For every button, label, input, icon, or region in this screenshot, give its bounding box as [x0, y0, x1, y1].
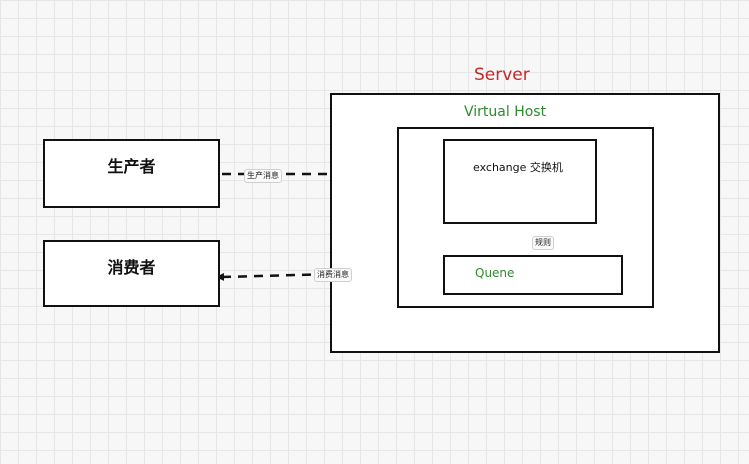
- consume-message-label: 消费消息: [314, 268, 352, 282]
- producer-label: 生产者: [107, 157, 156, 176]
- produce-message-label: 生产消息: [244, 169, 282, 183]
- exchange-box: exchange 交换机: [443, 139, 597, 224]
- consumer-label: 消费者: [107, 258, 156, 277]
- producer-box: 生产者: [43, 139, 220, 208]
- consumer-box: 消费者: [43, 240, 220, 307]
- server-title: Server: [474, 65, 530, 85]
- virtual-host-title: Virtual Host: [464, 104, 547, 120]
- queue-label: Quene: [475, 266, 515, 280]
- exchange-label: exchange 交换机: [473, 161, 563, 174]
- queue-box: Quene: [443, 255, 623, 295]
- binding-rule-label: 规则: [532, 236, 554, 250]
